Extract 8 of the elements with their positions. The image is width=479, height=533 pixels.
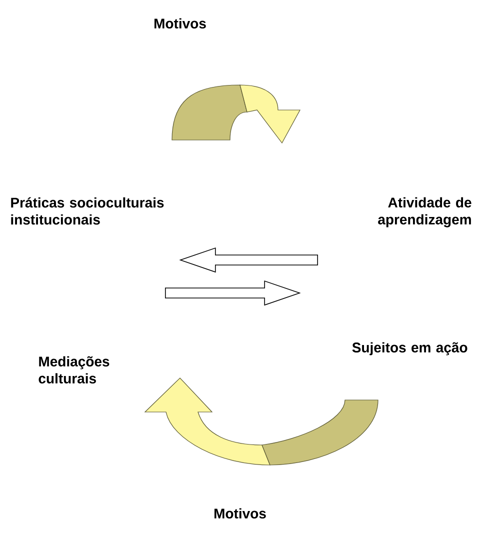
block-arrow — [165, 280, 301, 306]
node-label: Práticas socioculturais institucionais — [11, 197, 164, 225]
text-label: Sujeitos em ação — [352, 342, 468, 356]
text-label: Motivos — [214, 508, 266, 518]
block-arrow — [179, 247, 318, 273]
node-label: Atividade de aprendizagem — [378, 197, 472, 228]
text-label: Mediações culturais — [38, 356, 110, 384]
text-label: Motivos — [154, 18, 206, 28]
